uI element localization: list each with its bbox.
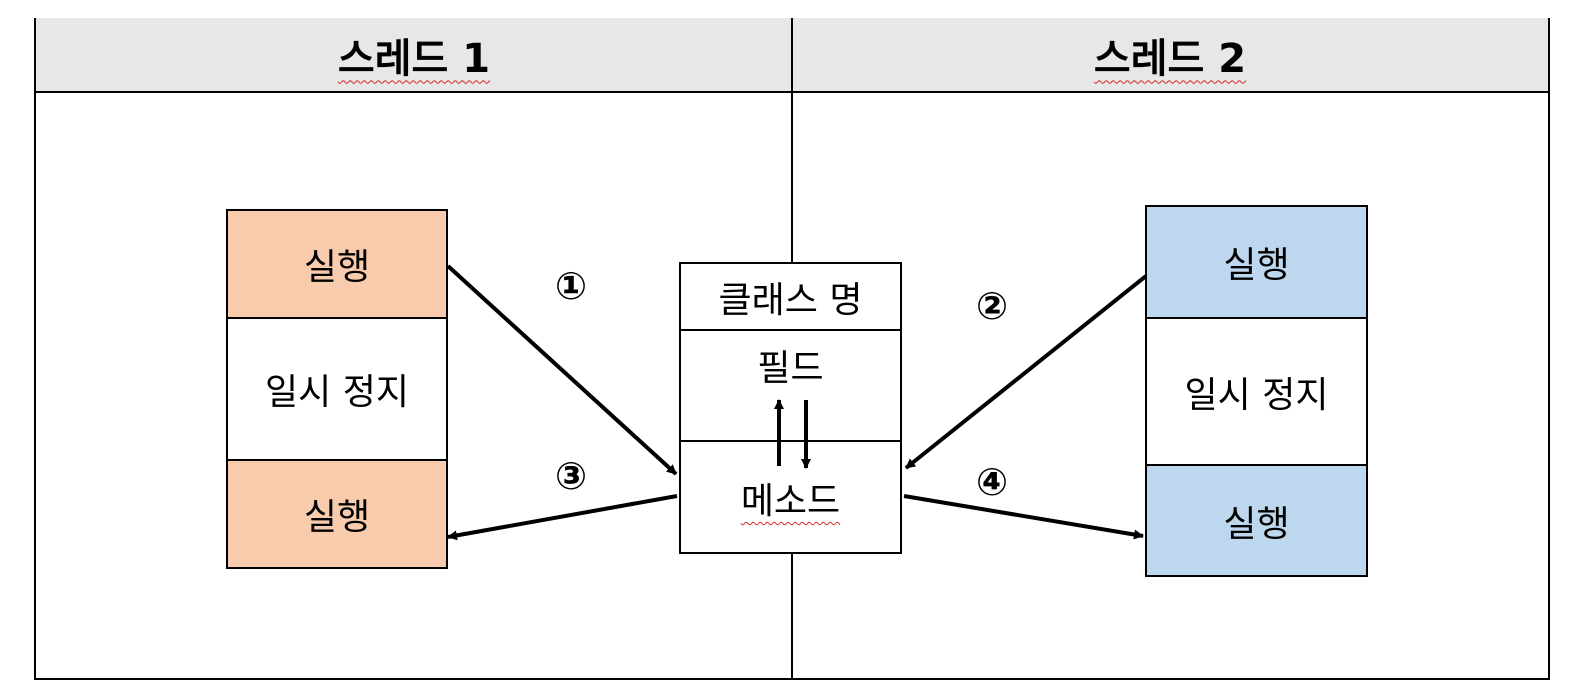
arrow-3 <box>447 494 678 541</box>
arrow-4 <box>903 494 1144 540</box>
thread1-header: 스레드 1 <box>36 18 792 93</box>
thread1-run-bottom-label: 실행 <box>303 497 371 538</box>
step-3-marker: ③ <box>555 454 588 498</box>
step-1-marker: ① <box>555 264 588 308</box>
method-label: 메소드 <box>740 481 841 522</box>
thread1-stack: 실행 일시 정지 실행 <box>226 209 448 569</box>
class-box: 클래스 명 필드 메소드 <box>679 262 902 554</box>
thread1-run-top: 실행 <box>228 211 446 319</box>
thread2-header: 스레드 2 <box>792 18 1548 93</box>
method-cell: 메소드 <box>681 442 900 554</box>
thread2-paused: 일시 정지 <box>1147 319 1366 466</box>
step-4-marker: ④ <box>976 460 1009 504</box>
thread1-paused: 일시 정지 <box>228 319 446 461</box>
thread2-run-top: 실행 <box>1147 207 1366 319</box>
field-label: 필드 <box>757 348 824 389</box>
thread2-paused-label: 일시 정지 <box>1184 374 1329 416</box>
thread2-header-label: 스레드 2 <box>1093 35 1247 82</box>
arrow-2 <box>904 274 1148 470</box>
thread2-run-bottom: 실행 <box>1147 466 1366 575</box>
thread1-header-label: 스레드 1 <box>337 35 491 82</box>
step-2-marker: ② <box>976 284 1009 328</box>
class-name-label: 클래스 명 <box>718 279 863 321</box>
thread1-paused-label: 일시 정지 <box>265 372 409 413</box>
thread2-run-bottom-label: 실행 <box>1223 503 1290 545</box>
class-name-cell: 클래스 명 <box>681 264 900 331</box>
thread1-run-top-label: 실행 <box>303 247 371 288</box>
thread1-run-bottom: 실행 <box>228 461 446 567</box>
thread2-stack: 실행 일시 정지 실행 <box>1145 205 1368 577</box>
arrow-1 <box>446 264 678 476</box>
field-cell: 필드 <box>681 331 900 442</box>
thread2-run-top-label: 실행 <box>1223 245 1290 286</box>
